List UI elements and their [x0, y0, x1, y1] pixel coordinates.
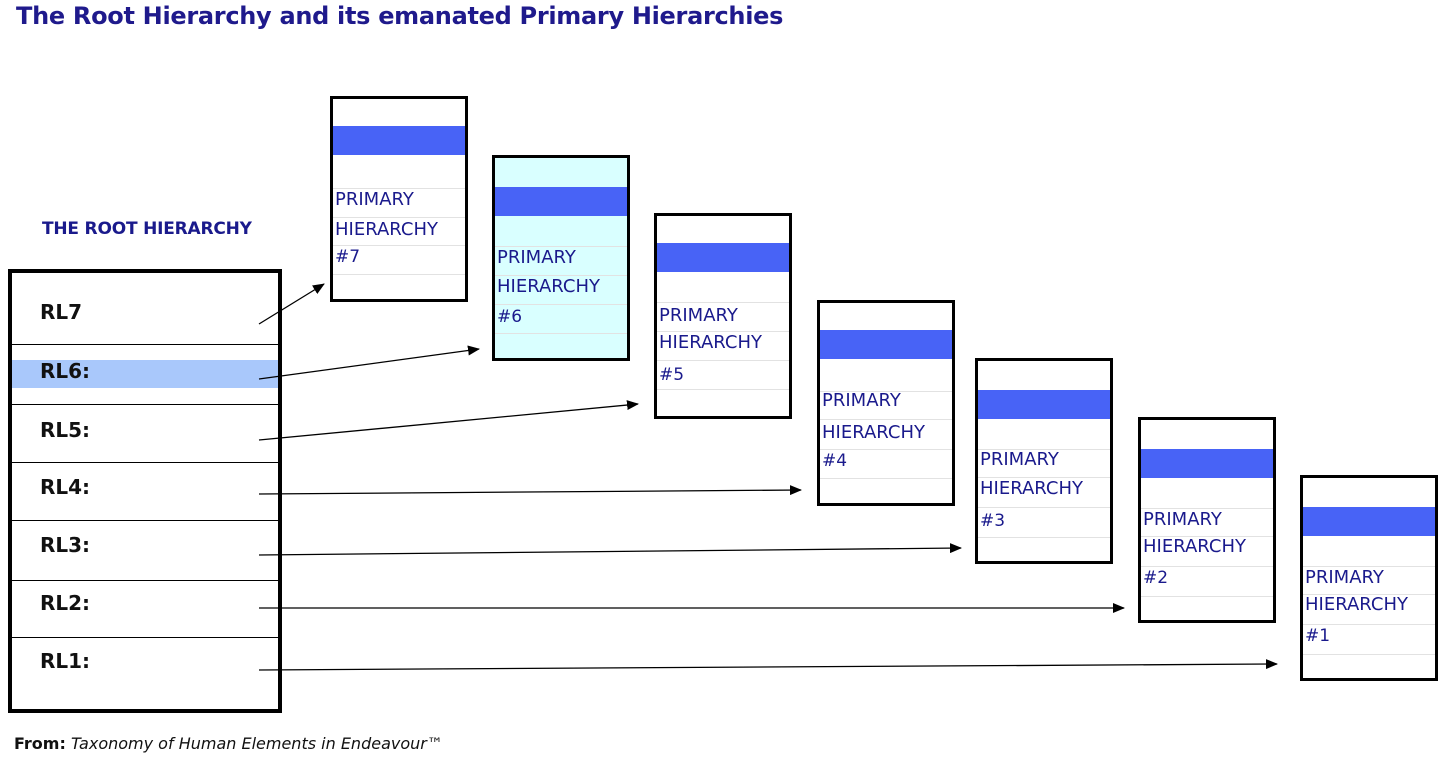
primary-hierarchy-4-box: PRIMARY HIERARCHY #4	[817, 300, 955, 506]
root-level-rl2: RL2:	[40, 591, 91, 615]
primary-hierarchy-5-box: PRIMARY HIERARCHY #5	[654, 213, 792, 419]
primary-hierarchy-label: HIERARCHY	[822, 422, 926, 443]
primary-hierarchy-3-box: PRIMARY HIERARCHY #3	[975, 358, 1113, 564]
root-level-rl7: RL7	[40, 300, 83, 324]
primary-hierarchy-number: #3	[980, 511, 1006, 531]
root-hierarchy-heading: THE ROOT HIERARCHY	[42, 219, 252, 239]
primary-hierarchy-label: HIERARCHY	[980, 478, 1084, 499]
root-level-rl4: RL4:	[40, 475, 91, 499]
primary-hierarchy-6-box: PRIMARY HIERARCHY #6	[492, 155, 630, 361]
root-hierarchy-box	[8, 269, 282, 713]
primary-hierarchy-label: HIERARCHY	[335, 219, 439, 240]
level-divider	[12, 404, 278, 405]
primary-hierarchy-number: #1	[1305, 626, 1331, 646]
arrow-rl4-to-ph4	[258, 485, 802, 496]
primary-hierarchy-2-box: PRIMARY HIERARCHY #2	[1138, 417, 1276, 623]
arrow-rl7-to-ph7	[258, 283, 325, 325]
primary-hierarchy-label: PRIMARY	[1143, 509, 1222, 530]
arrow-rl5-to-ph5	[258, 400, 639, 441]
hierarchy-band	[333, 126, 465, 155]
primary-hierarchy-label: PRIMARY	[980, 449, 1059, 470]
rl6-highlight	[12, 360, 278, 388]
level-divider	[12, 637, 278, 638]
hierarchy-band	[820, 330, 952, 359]
source-citation: From: Taxonomy of Human Elements in Ende…	[14, 734, 443, 753]
hierarchy-band	[657, 243, 789, 272]
primary-hierarchy-label: HIERARCHY	[1143, 536, 1247, 557]
primary-hierarchy-label: HIERARCHY	[1305, 594, 1409, 615]
source-title: Taxonomy of Human Elements in Endeavour™	[70, 734, 443, 753]
hierarchy-band	[1141, 449, 1273, 478]
root-level-rl3: RL3:	[40, 533, 91, 557]
arrow-rl1-to-ph1	[258, 659, 1278, 671]
primary-hierarchy-number: #2	[1143, 568, 1169, 588]
root-level-rl6: RL6:	[40, 359, 91, 383]
level-divider	[12, 520, 278, 521]
level-divider	[12, 462, 278, 463]
hierarchy-band	[978, 390, 1110, 419]
primary-hierarchy-number: #6	[497, 307, 523, 327]
arrow-rl6-to-ph6	[258, 345, 480, 380]
primary-hierarchy-label: HIERARCHY	[497, 276, 601, 297]
primary-hierarchy-label: PRIMARY	[659, 305, 738, 326]
primary-hierarchy-label: PRIMARY	[497, 247, 576, 268]
primary-hierarchy-label: HIERARCHY	[659, 332, 763, 353]
primary-hierarchy-label: PRIMARY	[1305, 567, 1384, 588]
primary-hierarchy-label: PRIMARY	[822, 390, 901, 411]
source-prefix: From:	[14, 734, 66, 753]
hierarchy-band	[495, 187, 627, 216]
diagram-title: The Root Hierarchy and its emanated Prim…	[16, 2, 784, 30]
arrow-rl3-to-ph3	[258, 543, 962, 556]
primary-hierarchy-number: #7	[335, 247, 361, 267]
root-level-rl1: RL1:	[40, 649, 91, 673]
primary-hierarchy-label: PRIMARY	[335, 189, 414, 210]
primary-hierarchy-7-box: PRIMARY HIERARCHY #7	[330, 96, 468, 302]
primary-hierarchy-1-box: PRIMARY HIERARCHY #1	[1300, 475, 1438, 681]
primary-hierarchy-number: #5	[659, 365, 685, 385]
primary-hierarchy-number: #4	[822, 451, 848, 471]
hierarchy-band	[1303, 507, 1435, 536]
level-divider	[12, 580, 278, 581]
level-divider	[12, 344, 278, 345]
root-level-rl5: RL5:	[40, 418, 91, 442]
